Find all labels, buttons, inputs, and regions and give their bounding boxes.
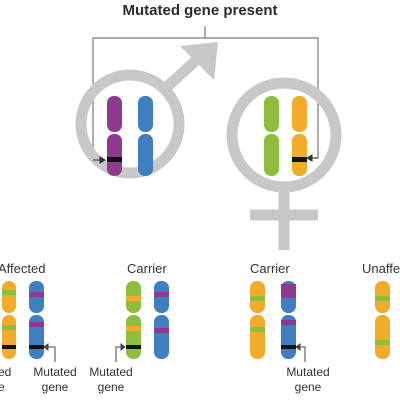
male-symbol (75, 42, 218, 179)
father-chromosome-purple (107, 96, 122, 176)
offspring-affected-left-annotation: ed e (0, 365, 12, 394)
offspring-carrier-1-label: Carrier (127, 261, 167, 276)
offspring-annotation-leaders (43, 343, 306, 362)
father-chromosome-blue (138, 96, 153, 176)
title: Mutated gene present (122, 2, 278, 19)
offspring-affected-chromosomes (2, 281, 44, 359)
female-symbol (226, 77, 342, 250)
offspring-affected-annotation: Mutated gene (33, 365, 77, 394)
offspring-carrier-1-annotation: Mutated gene (89, 365, 133, 394)
offspring-carrier-2-chromosomes (250, 281, 296, 359)
mutated-gene-pointers (93, 154, 318, 164)
mother-chromosome-green (264, 96, 279, 176)
offspring-carrier-2-annotation: Mutated gene (286, 365, 330, 394)
offspring-unaffected-chromosomes (375, 281, 390, 359)
offspring-affected-label: Affected (0, 261, 46, 276)
offspring-carrier-1-chromosomes (126, 281, 169, 359)
mother-chromosome-orange (292, 96, 307, 176)
offspring-unaffected-label: Unaffe (362, 261, 400, 276)
offspring-carrier-2-label: Carrier (250, 261, 290, 276)
